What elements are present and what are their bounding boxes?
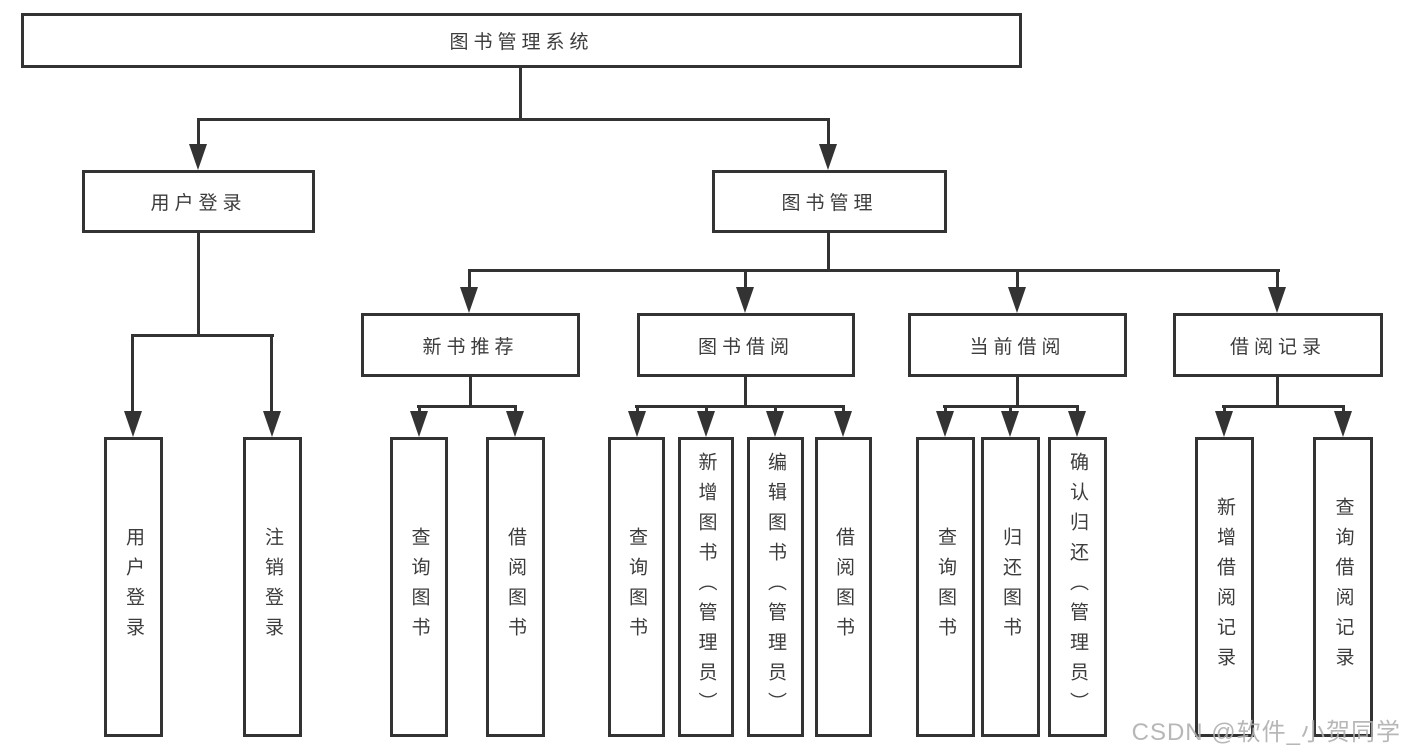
node-leaf-return-book: 归还图书 [981, 437, 1040, 737]
node-leaf-user-login: 用户登录 [104, 437, 163, 737]
connector-drop-user-login [197, 118, 200, 146]
connector-drop-current [1016, 269, 1019, 289]
connector-user-login-stem [197, 233, 200, 337]
leaf-label: 确认归还（管理员） [1067, 452, 1088, 722]
connector-drop [1223, 405, 1226, 414]
arrow-down-icon [124, 411, 142, 437]
connector-drop [842, 405, 845, 414]
connector-current-stem [1016, 377, 1019, 407]
leaf-label: 编辑图书（管理员） [765, 452, 786, 722]
csdn-watermark: CSDN @软件_小贺同学 [1131, 719, 1401, 746]
connector-book-mgmt-stem [827, 233, 830, 272]
node-leaf-add-borrow-record: 新增借阅记录 [1195, 437, 1254, 737]
connector-drop [1076, 405, 1079, 414]
node-root: 图书管理系统 [21, 13, 1022, 68]
node-current-borrow: 当前借阅 [908, 313, 1127, 377]
arrow-down-icon [1268, 287, 1286, 313]
leaf-label: 注销登录 [262, 527, 283, 647]
arrow-down-icon [506, 411, 524, 437]
node-book-mgmt: 图书管理 [712, 170, 947, 233]
arrow-down-icon [1215, 411, 1233, 437]
connector-drop [636, 405, 639, 414]
connector-drop [1009, 405, 1012, 414]
connector-new-rec-bus [417, 405, 517, 408]
arrow-down-icon [1068, 411, 1086, 437]
arrow-down-icon [263, 411, 281, 437]
node-leaf-logout: 注销登录 [243, 437, 302, 737]
leaf-label: 归还图书 [1000, 527, 1021, 647]
leaf-label: 查询图书 [626, 527, 647, 647]
connector-drop-leaf-logout [270, 334, 273, 413]
arrow-down-icon [936, 411, 954, 437]
connector-top-bus [197, 118, 830, 121]
node-book-borrow: 图书借阅 [637, 313, 855, 377]
arrow-down-icon [189, 144, 207, 170]
leaf-label: 新增借阅记录 [1214, 497, 1235, 677]
leaf-label: 查询借阅记录 [1332, 497, 1354, 677]
arrow-down-icon [1008, 287, 1026, 313]
connector-drop-book-mgmt [827, 118, 830, 146]
leaf-label: 查询图书 [408, 527, 430, 647]
node-leaf-edit-book-admin: 编辑图书（管理员） [747, 437, 804, 737]
leaf-label: 借阅图书 [833, 527, 854, 647]
arrow-down-icon [1001, 411, 1019, 437]
leaf-label: 用户登录 [123, 527, 144, 647]
connector-root-stem [519, 68, 522, 120]
connector-drop [705, 405, 708, 414]
leaf-label: 借阅图书 [505, 527, 526, 647]
connector-new-rec-stem [469, 377, 472, 407]
node-leaf-add-book-admin: 新增图书（管理员） [678, 437, 734, 737]
node-leaf-query-books-borrow: 查询图书 [608, 437, 665, 737]
connector-drop-borrow [744, 269, 747, 289]
connector-borrow-stem [744, 377, 747, 407]
connector-drop [944, 405, 947, 414]
connector-user-login-bus [131, 334, 274, 337]
node-leaf-query-books-current: 查询图书 [916, 437, 975, 737]
arrow-down-icon [628, 411, 646, 437]
arrow-down-icon [410, 411, 428, 437]
node-leaf-borrow-books-borrow: 借阅图书 [815, 437, 872, 737]
connector-book-mgmt-bus [468, 269, 1280, 272]
arrow-down-icon [736, 287, 754, 313]
connector-records-stem [1276, 377, 1279, 407]
arrow-down-icon [766, 411, 784, 437]
leaf-label: 新增图书（管理员） [695, 452, 717, 722]
connector-drop [774, 405, 777, 414]
node-leaf-query-borrow-record: 查询借阅记录 [1313, 437, 1373, 737]
node-leaf-borrow-books-rec: 借阅图书 [486, 437, 545, 737]
arrow-down-icon [819, 144, 837, 170]
node-new-book-rec: 新书推荐 [361, 313, 580, 377]
connector-drop [1342, 405, 1345, 414]
connector-drop [418, 405, 421, 414]
arrow-down-icon [460, 287, 478, 313]
arrow-down-icon [1334, 411, 1352, 437]
arrow-down-icon [697, 411, 715, 437]
connector-drop-new-rec [468, 269, 471, 289]
node-leaf-query-books-rec: 查询图书 [390, 437, 448, 737]
leaf-label: 查询图书 [935, 527, 956, 647]
node-leaf-confirm-return-admin: 确认归还（管理员） [1048, 437, 1107, 737]
connector-drop [514, 405, 517, 414]
arrow-down-icon [834, 411, 852, 437]
node-borrow-records: 借阅记录 [1173, 313, 1383, 377]
connector-drop-leaf-user-login [131, 334, 134, 413]
connector-drop-records [1276, 269, 1279, 289]
connector-borrow-bus [635, 405, 845, 408]
connector-records-bus [1222, 405, 1344, 408]
node-user-login: 用户登录 [82, 170, 315, 233]
